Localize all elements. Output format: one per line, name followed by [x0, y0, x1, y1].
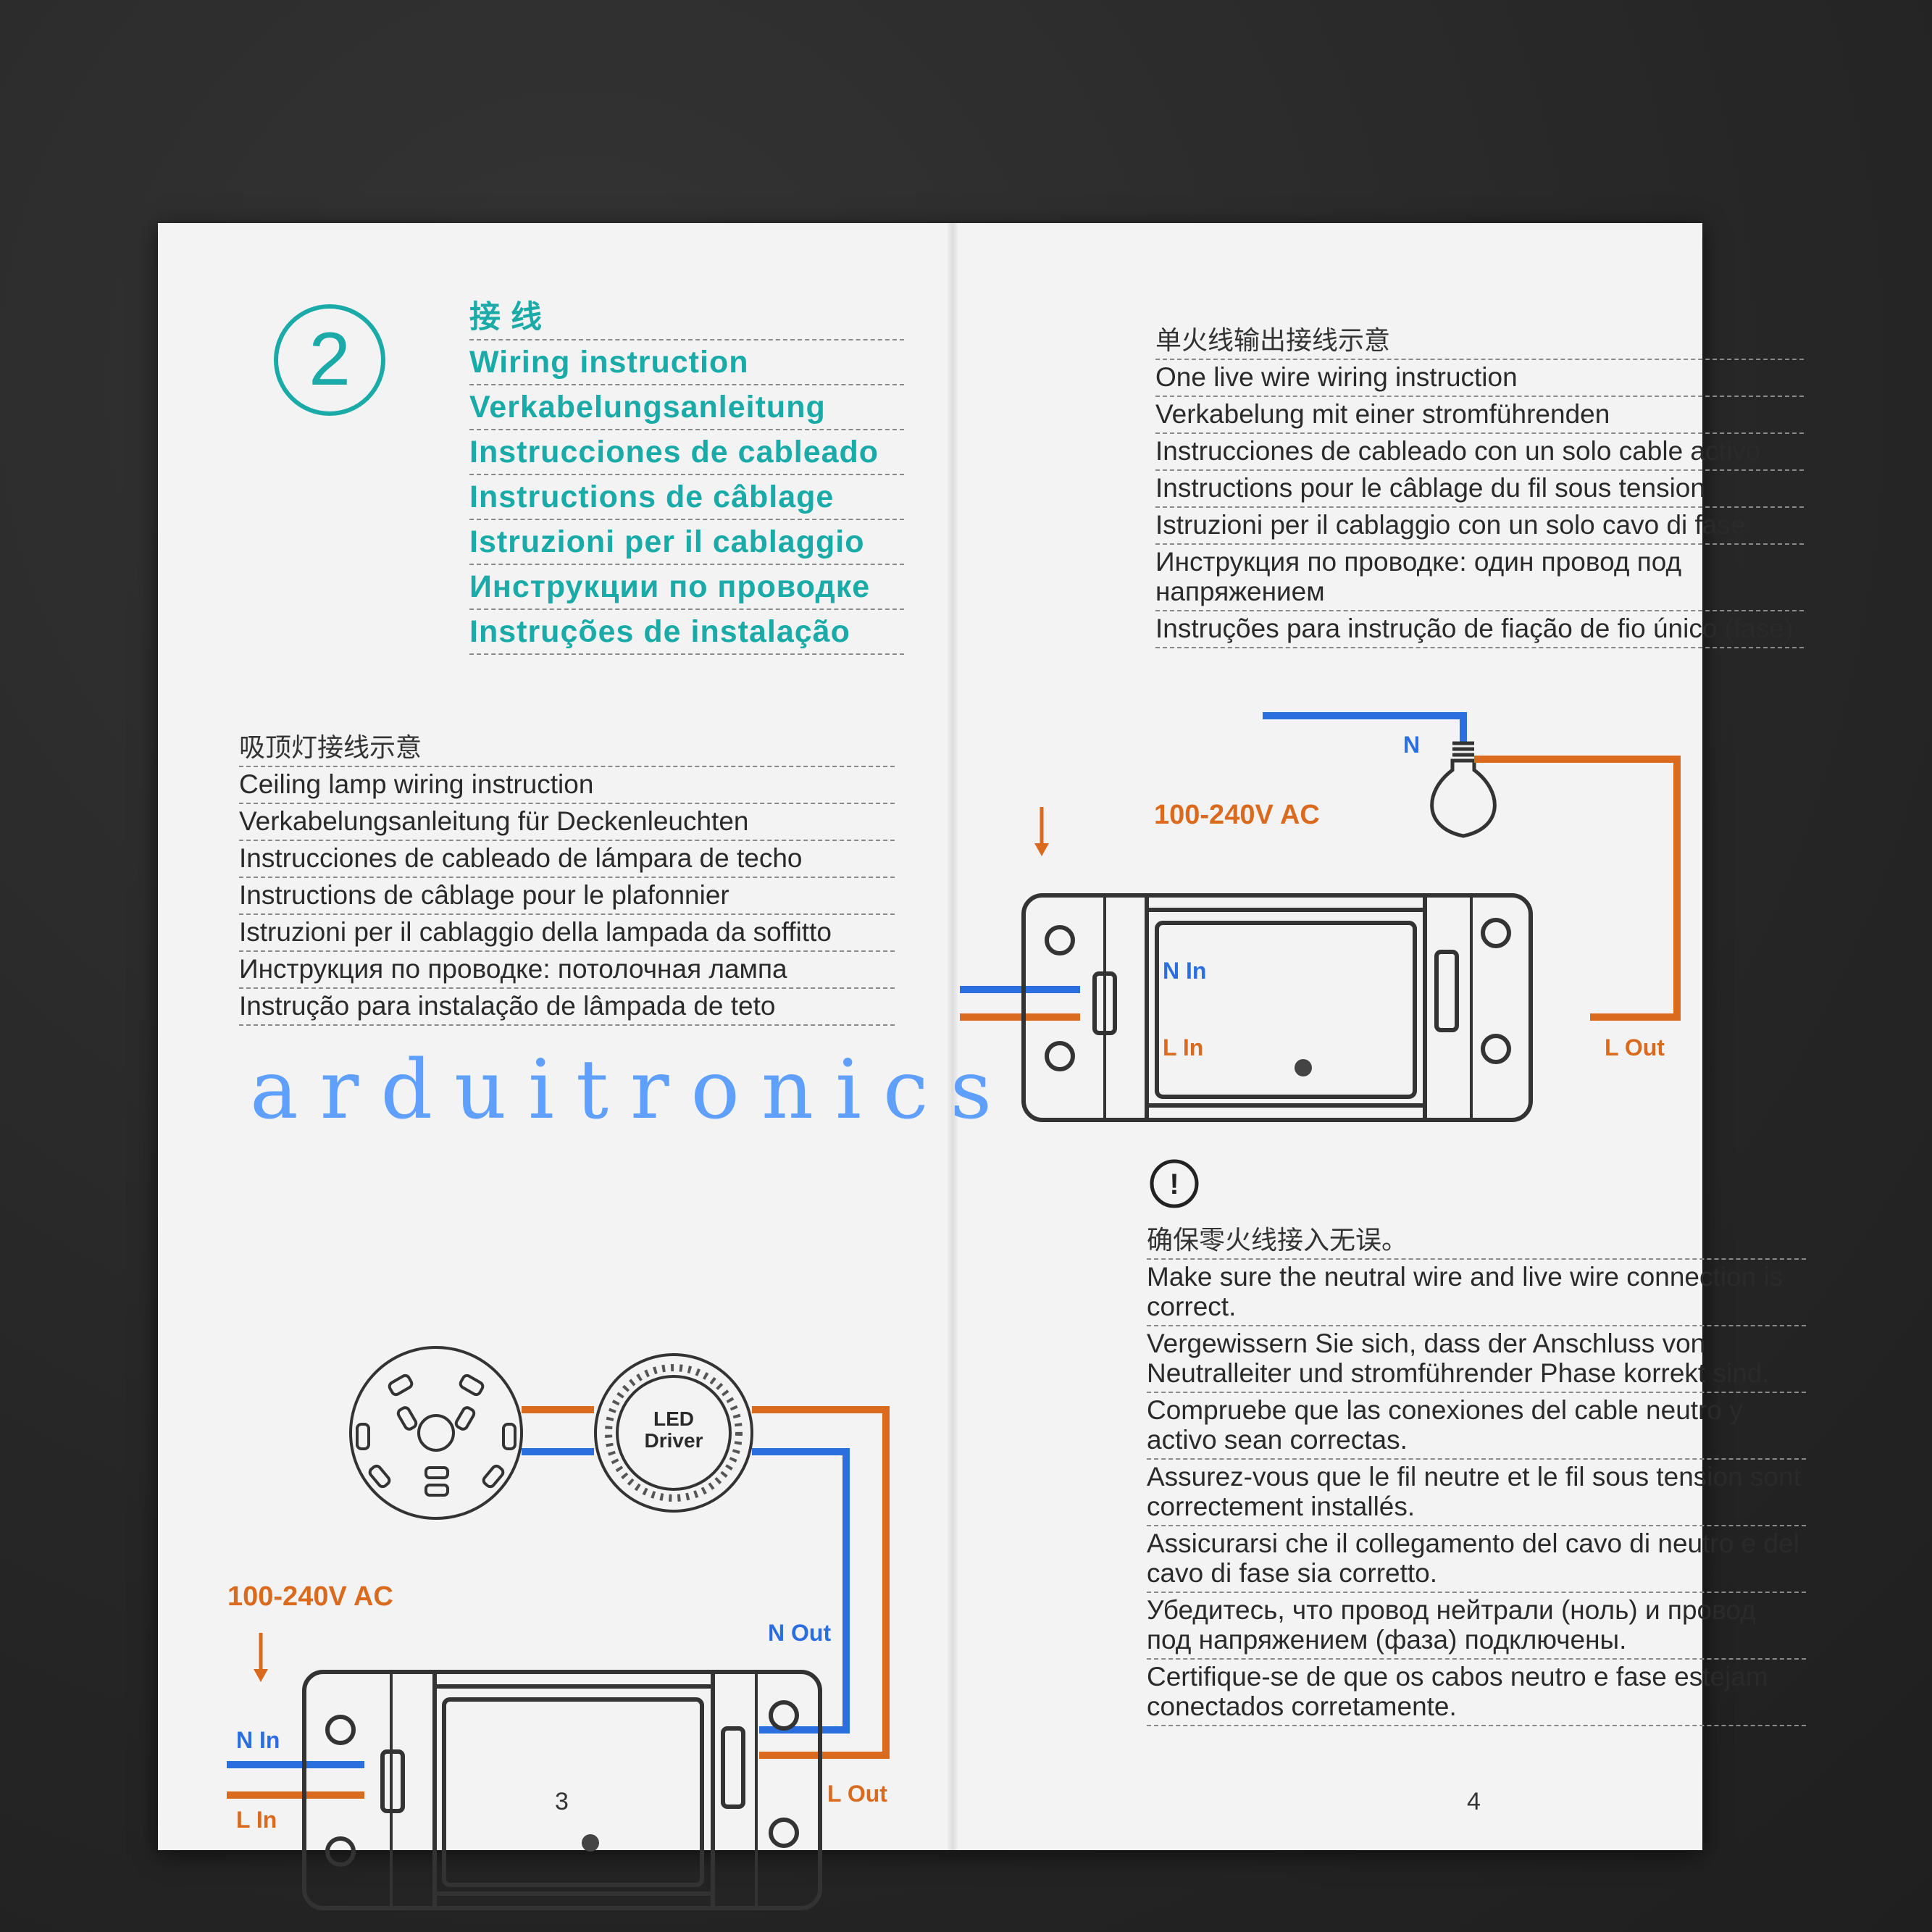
single-wire-instructions: 单火线输出接线示意 One live wire wiring instructi… — [1155, 323, 1804, 648]
l-out-label: L Out — [1605, 1034, 1665, 1061]
single-wire-line: Инструкция по проводке: один провод под … — [1155, 545, 1804, 611]
title-line: Istruzioni per il cablaggio — [469, 520, 904, 565]
led-label-line: LED — [653, 1408, 694, 1430]
single-wire-heading: 单火线输出接线示意 — [1155, 323, 1804, 360]
watermark: arduitronics — [250, 1043, 1014, 1137]
ceiling-line: Verkabelungsanleitung für Deckenleuchten — [239, 804, 895, 841]
warning-heading: 确保零火线接入无误。 — [1147, 1223, 1806, 1260]
manual-booklet: 2 接 线 Wiring instruction Verkabelungsanl… — [158, 223, 1806, 1910]
ceiling-lamp-instructions: 吸顶灯接线示意 Ceiling lamp wiring instruction … — [239, 730, 895, 1026]
title-line: Wiring instruction — [469, 340, 904, 385]
warning-symbol: ! — [1169, 1168, 1179, 1200]
ceiling-wiring-diagram — [227, 1346, 890, 1910]
single-wire-diagram — [960, 712, 1681, 1122]
single-wire-line: Instruções para instrução de fiação de f… — [1155, 611, 1804, 648]
page-number: 4 — [1467, 1788, 1481, 1815]
title-line: Instrucciones de cableado — [469, 430, 904, 475]
title-line: Instructions de câblage — [469, 475, 904, 520]
warning-line: Assurez-vous que le fil neutre et le fil… — [1147, 1460, 1806, 1526]
single-wire-line: Instrucciones de cableado con un solo ca… — [1155, 434, 1804, 471]
warning-line: Certifique-se de que os cabos neutro e f… — [1147, 1660, 1806, 1726]
input-voltage-label: 100-240V AC — [1154, 800, 1320, 830]
n-in-label: N In — [236, 1727, 280, 1753]
title-line: Verkabelungsanleitung — [469, 385, 904, 430]
single-wire-line: Istruzioni per il cablaggio con un solo … — [1155, 508, 1804, 545]
step-number-badge: 2 — [274, 304, 385, 416]
ceiling-line: Ceiling lamp wiring instruction — [239, 767, 895, 804]
l-in-label: L In — [1163, 1034, 1204, 1061]
led-driver-label: LED Driver — [629, 1408, 719, 1452]
title-line: Инструкции по проводке — [469, 565, 904, 610]
warning-icon: ! — [1150, 1159, 1199, 1208]
ceiling-line: Instrução para instalação de lâmpada de … — [239, 989, 895, 1026]
page-4: 单火线输出接线示意 One live wire wiring instructi… — [953, 223, 1806, 1850]
single-wire-line: One live wire wiring instruction — [1155, 360, 1804, 397]
ceiling-line: Инструкция по проводке: потолочная лампа — [239, 952, 895, 989]
warning-line: Assicurarsi che il collegamento del cavo… — [1147, 1526, 1806, 1593]
single-wire-line: Verkabelung mit einer stromführenden — [1155, 397, 1804, 434]
warning-line: Убедитесь, что провод нейтрали (ноль) и … — [1147, 1593, 1806, 1660]
ceiling-line: Instrucciones de cableado de lámpara de … — [239, 841, 895, 878]
ceiling-line: Instructions de câblage pour le plafonni… — [239, 878, 895, 915]
title-line: Instruções de instalação — [469, 610, 904, 655]
ceiling-line: Istruzioni per il cablaggio della lampad… — [239, 915, 895, 952]
down-arrow-icon — [1034, 807, 1049, 856]
title-line: 接 线 — [469, 296, 904, 340]
n-label: N — [1403, 732, 1421, 758]
wiring-title-list: 接 线 Wiring instruction Verkabelungsanlei… — [469, 296, 904, 655]
switch-module-icon — [1021, 893, 1533, 1122]
light-bulb-icon — [1430, 741, 1497, 838]
l-in-label: L In — [236, 1807, 277, 1833]
ceiling-heading: 吸顶灯接线示意 — [239, 730, 895, 767]
page-3: 2 接 线 Wiring instruction Verkabelungsanl… — [158, 223, 953, 1910]
led-driver-icon — [594, 1353, 753, 1513]
input-voltage-label: 100-240V AC — [227, 1581, 393, 1612]
warning-line: Compruebe que las conexiones del cable n… — [1147, 1393, 1806, 1460]
warning-line: Make sure the neutral wire and live wire… — [1147, 1260, 1806, 1326]
single-wire-line: Instructions pour le câblage du fil sous… — [1155, 471, 1804, 508]
warning-instructions: 确保零火线接入无误。 Make sure the neutral wire an… — [1147, 1223, 1806, 1726]
n-out-label: N Out — [768, 1620, 832, 1646]
n-in-label: N In — [1163, 958, 1207, 984]
lamp-base-icon — [349, 1346, 523, 1520]
page-fold — [948, 223, 958, 1850]
warning-line: Vergewissern Sie sich, dass der Anschlus… — [1147, 1326, 1806, 1393]
l-out-label: L Out — [827, 1781, 887, 1807]
driver-label-line: Driver — [644, 1429, 703, 1452]
switch-module-icon — [302, 1670, 822, 1910]
page-number: 3 — [555, 1788, 569, 1815]
down-arrow-icon — [254, 1633, 268, 1682]
